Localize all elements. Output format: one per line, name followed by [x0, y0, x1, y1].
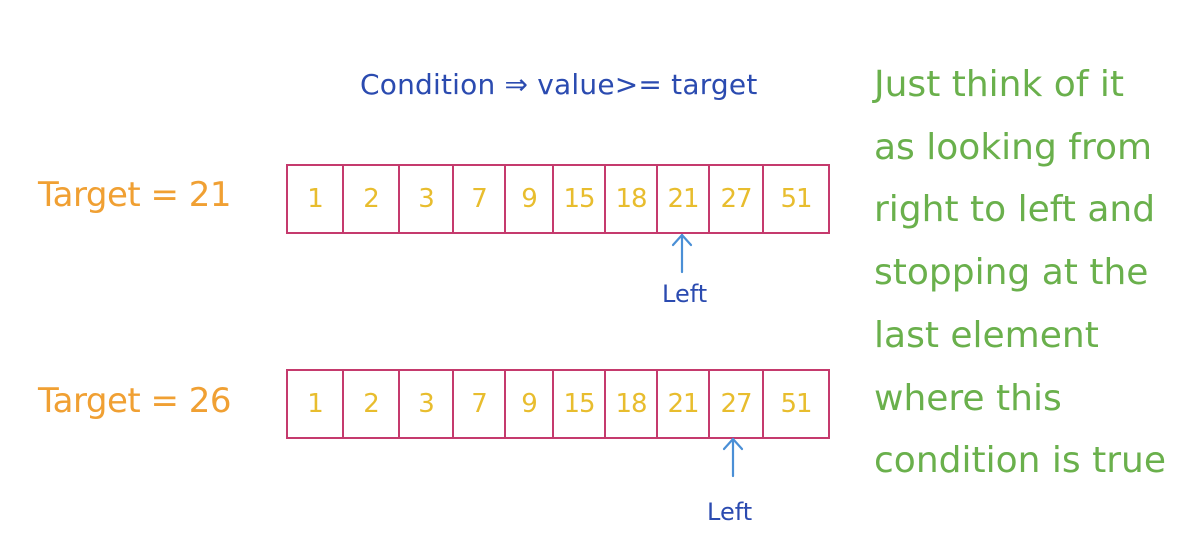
- array-cell: 3: [400, 166, 454, 232]
- array-cell: 9: [506, 166, 554, 232]
- array-cell: 27: [710, 371, 764, 437]
- array-cell: 27: [710, 166, 764, 232]
- target-label-row-2: Target = 26: [38, 381, 232, 421]
- array-row-1: 1 2 3 7 9 15 18 21 27 51: [286, 164, 830, 234]
- array-cell: 3: [400, 371, 454, 437]
- array-cell: 18: [606, 166, 658, 232]
- note-line: right to left and: [874, 189, 1156, 231]
- note-line: as looking from: [874, 126, 1153, 168]
- note-line: last element: [874, 314, 1099, 356]
- up-arrow-icon: [722, 437, 744, 478]
- array-cell: 15: [554, 166, 606, 232]
- condition-title: Condition ⇒ value>= target: [360, 68, 758, 101]
- up-arrow-icon: [671, 233, 693, 274]
- array-cell: 7: [454, 371, 506, 437]
- array-cell: 2: [344, 166, 400, 232]
- array-cell: 51: [780, 389, 812, 419]
- array-cell: 18: [606, 371, 658, 437]
- explanation-note: Just think of it as looking from right t…: [874, 54, 1194, 493]
- array-cell: 15: [554, 371, 606, 437]
- note-line: condition is true: [874, 440, 1166, 482]
- array-cell: 9: [506, 371, 554, 437]
- pointer-label-row-2: Left: [707, 498, 753, 526]
- note-line: where this: [874, 377, 1062, 419]
- pointer-label-row-1: Left: [662, 280, 708, 308]
- array-cell: 21: [658, 371, 710, 437]
- target-label-row-1: Target = 21: [38, 175, 232, 215]
- array-cell: 7: [454, 166, 506, 232]
- note-line: stopping at the: [874, 252, 1149, 294]
- array-cell: 51: [780, 184, 812, 214]
- array-cell: 1: [288, 371, 344, 437]
- array-cell: 21: [658, 166, 710, 232]
- array-row-2: 1 2 3 7 9 15 18 21 27 51: [286, 369, 830, 439]
- array-cell: 1: [288, 166, 344, 232]
- array-cell: 2: [344, 371, 400, 437]
- note-line: Just think of it: [874, 64, 1125, 105]
